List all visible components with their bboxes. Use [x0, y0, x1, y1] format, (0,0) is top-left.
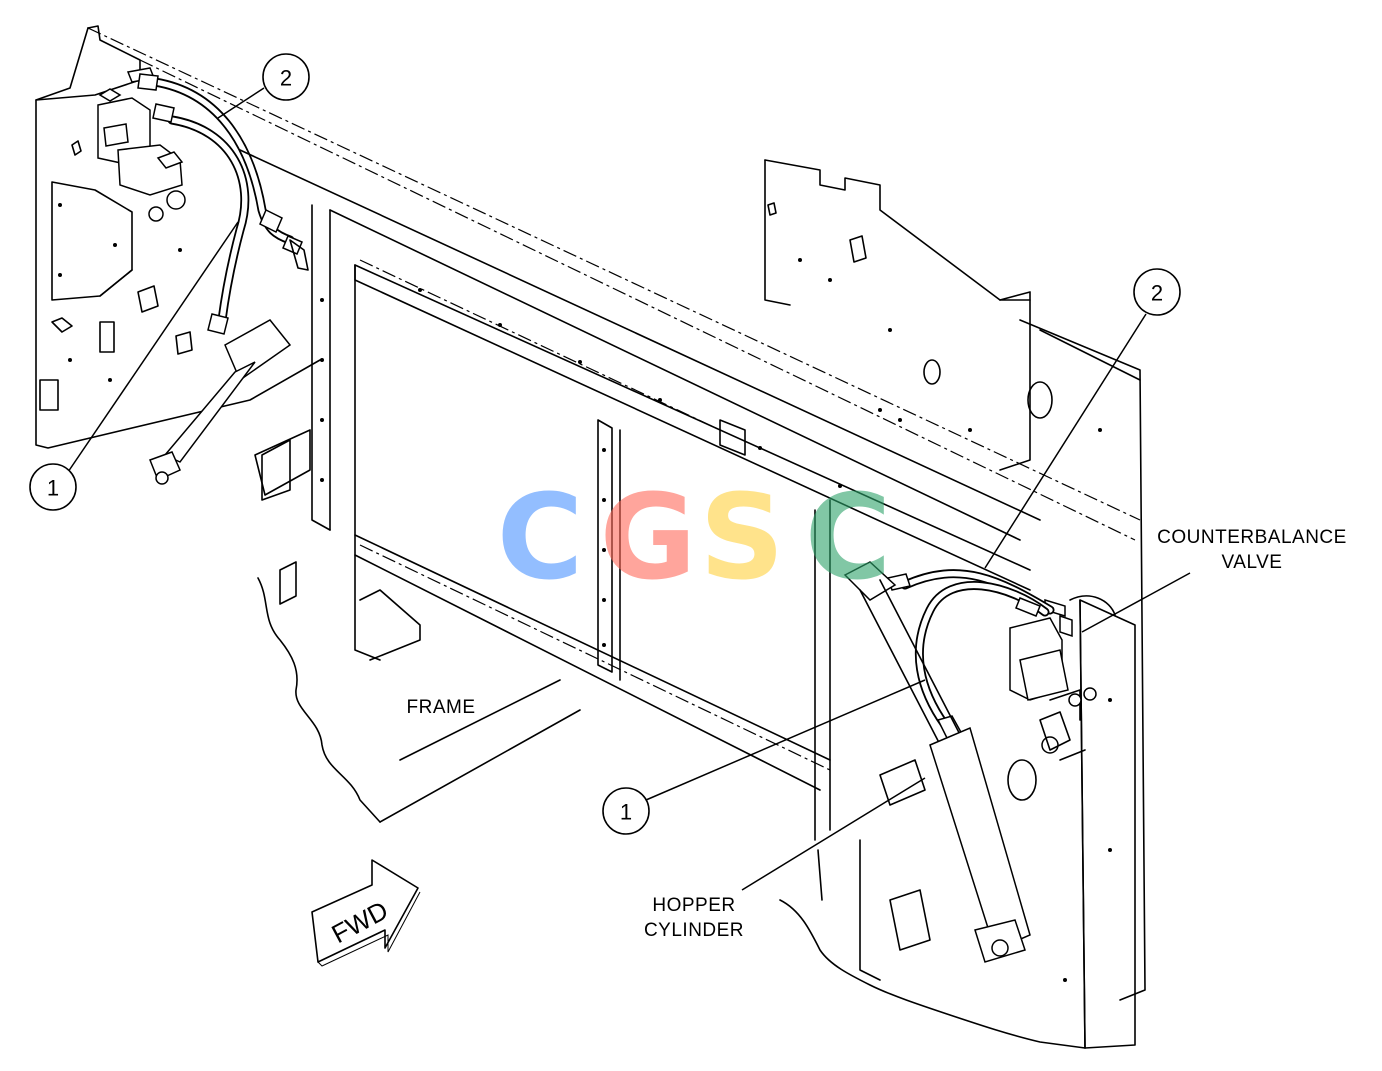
callout-2-left: 2	[262, 53, 310, 101]
right-counterbalance-valve	[1009, 595, 1116, 754]
frame-center-panel	[261, 204, 831, 841]
right-hopper-cylinder	[843, 561, 1031, 963]
watermark-letter: C	[805, 468, 892, 606]
left-hoses	[137, 73, 303, 335]
right-mount-plate	[1049, 599, 1136, 1049]
watermark-letter: S	[700, 468, 785, 606]
right-rear-panel	[764, 159, 1146, 1001]
watermark-letter: G	[600, 468, 697, 606]
counterbalance-valve-label-line1: COUNTERBALANCE	[1157, 527, 1347, 548]
svg-text:1: 1	[620, 800, 632, 825]
fwd-label: FWD	[327, 895, 393, 949]
svg-text:2: 2	[1151, 281, 1163, 306]
svg-text:1: 1	[47, 476, 59, 501]
frame-break-edge-left	[257, 577, 581, 823]
callout-1-left: 1	[29, 463, 77, 511]
left-counterbalance-valve	[97, 67, 186, 222]
callout-1-right: 1	[602, 787, 650, 835]
watermark-logo: C G S C	[497, 468, 892, 606]
counterbalance-valve-label-line2: VALVE	[1222, 552, 1283, 573]
watermark-letter: C	[497, 468, 584, 606]
svg-text:2: 2	[280, 66, 292, 91]
hopper-cylinder-label-line1: HOPPER	[652, 895, 735, 916]
left-side-panel	[35, 25, 321, 449]
hopper-cylinder-label-line2: CYLINDER	[644, 920, 744, 941]
frame-break-edge-right	[779, 839, 1086, 1049]
left-hopper-cylinder	[149, 239, 311, 496]
leader-lines	[67, 87, 1191, 891]
fwd-arrow-icon: FWD	[311, 859, 421, 967]
frame-label: FRAME	[407, 697, 476, 718]
callout-2-right: 2	[1133, 268, 1181, 316]
right-hose	[887, 569, 1055, 741]
